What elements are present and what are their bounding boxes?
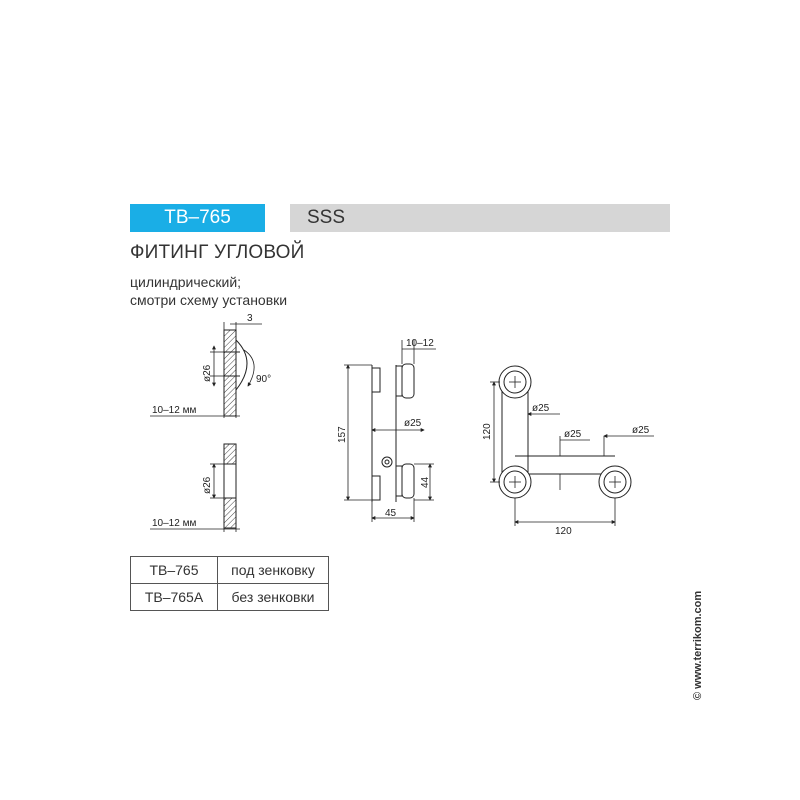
description-line-1: цилиндрический; (130, 274, 242, 290)
dim-rod-side-label: ø25 (404, 418, 422, 429)
angle-label: 90° (256, 374, 271, 385)
dim-horizontal-label: 120 (555, 526, 572, 537)
dim-rod-3-label: ø25 (632, 425, 650, 436)
variant-code: TB–765A (130, 583, 218, 611)
dim-vertical-label: 120 (482, 423, 493, 440)
copyright-text: © www.terrikom.com (692, 590, 704, 700)
variant-description: под зенковку (217, 556, 329, 584)
top-section-view (150, 322, 262, 418)
table-row: TB–765 под зенковку (130, 556, 329, 584)
description-line-2: смотри схему установки (130, 292, 288, 308)
dim-height-label: 157 (337, 426, 348, 443)
product-title: ФИТИНГ УГЛОВОЙ (130, 242, 305, 263)
bottom-section-view (150, 443, 240, 532)
dim-gap-label: 10–12 (406, 338, 434, 349)
dim-rod-1-label: ø25 (532, 403, 550, 414)
variant-description: без зенковки (217, 583, 329, 611)
variants-table: TB–765 под зенковку TB–765A без зенковки (130, 556, 329, 611)
dim-lower-label: 44 (420, 476, 431, 488)
dim-diameter-bottom-label: ø26 (202, 476, 213, 494)
dim-rod-2-label: ø25 (564, 429, 582, 440)
table-row: TB–765A без зенковки (130, 583, 329, 611)
dim-diameter-top-label: ø26 (202, 364, 213, 382)
glass-thickness-top-label: 10–12 мм (152, 405, 196, 416)
dim-width-label: 45 (385, 508, 397, 519)
series-bar: SSS (290, 204, 670, 232)
glass-thickness-bottom-label: 10–12 мм (152, 518, 196, 529)
side-view (344, 340, 436, 522)
dim-thickness-label: 3 (247, 313, 253, 324)
variant-code: TB–765 (130, 556, 218, 584)
top-view (490, 365, 654, 526)
product-code-badge: TB–765 (130, 204, 265, 232)
